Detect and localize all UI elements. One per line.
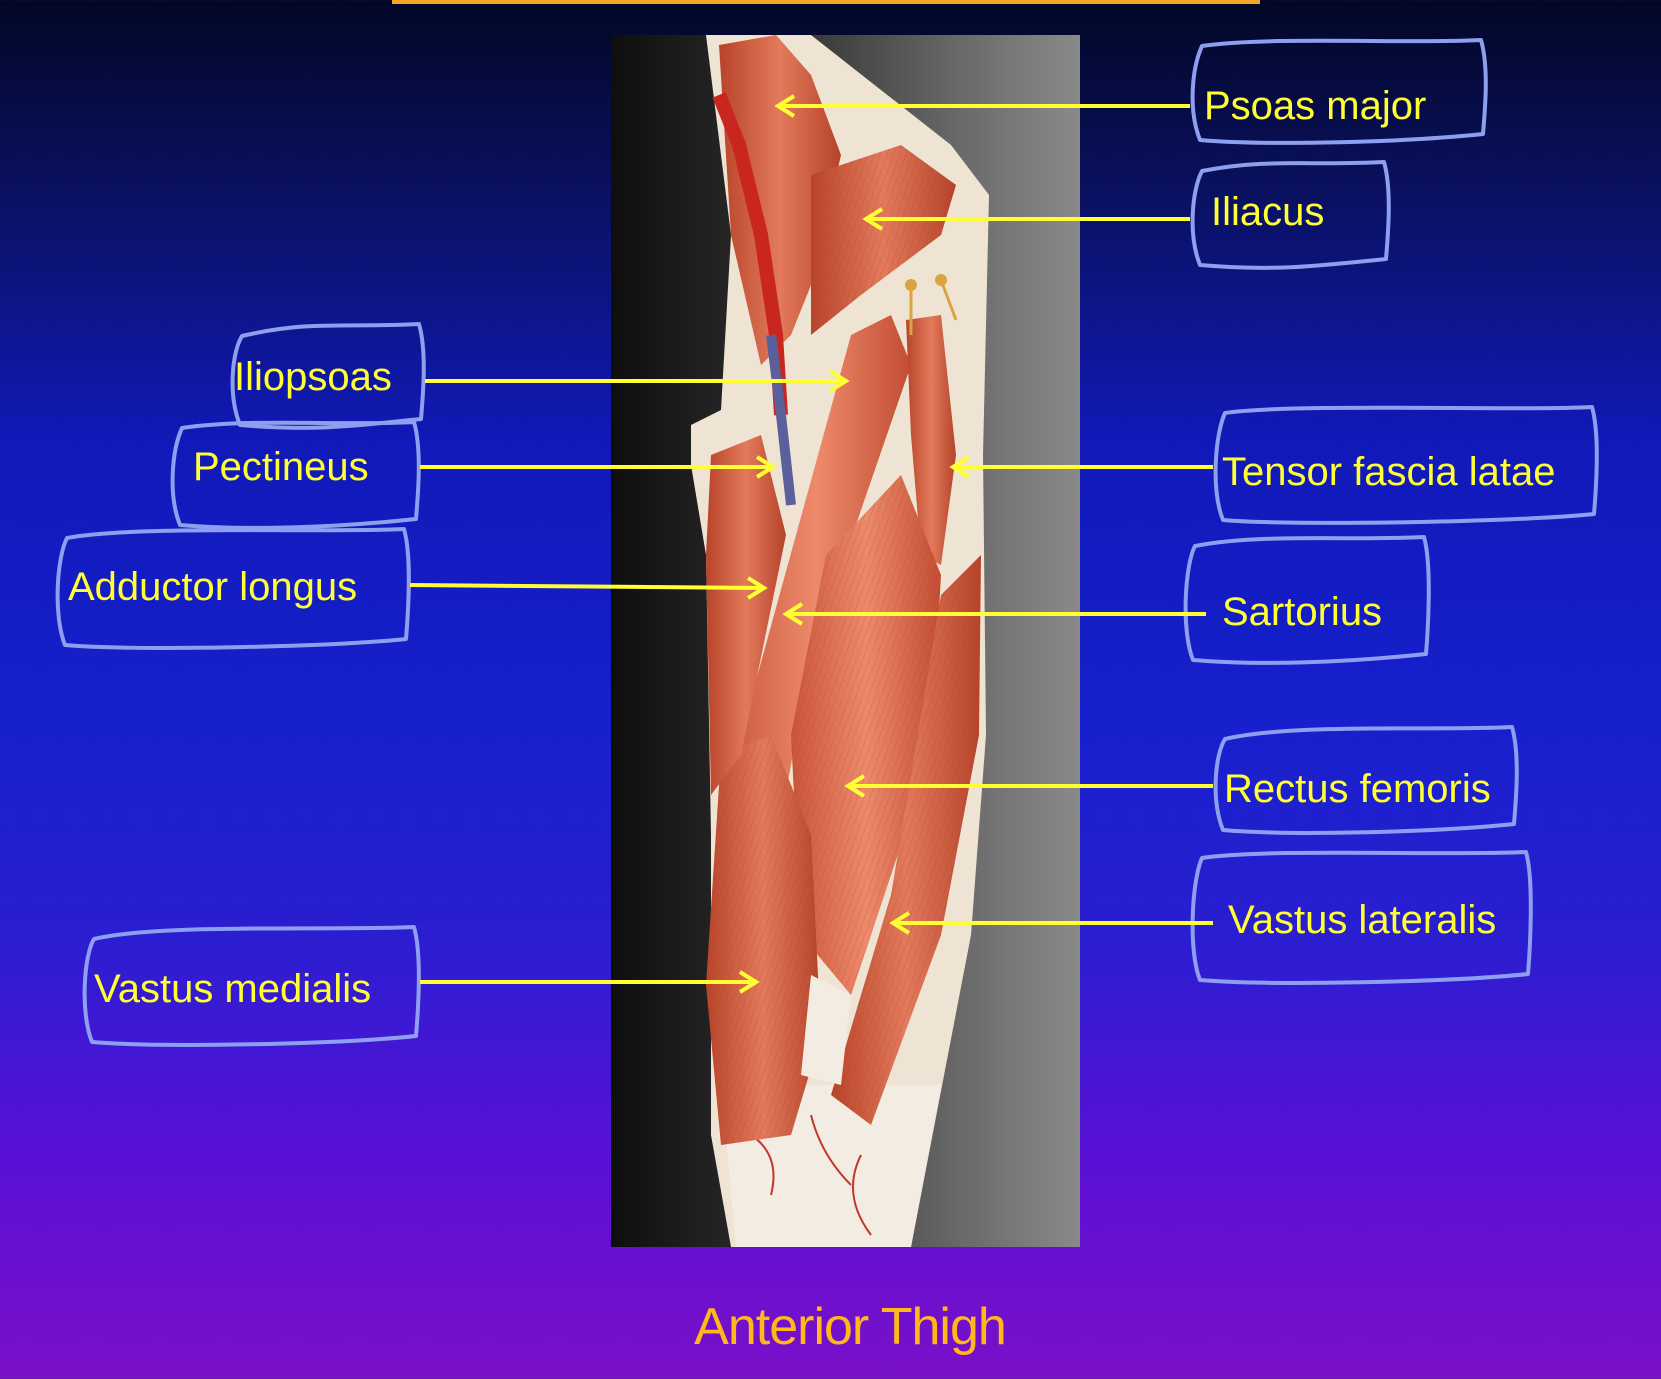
label-tensor-fascia-latae: Tensor fascia latae xyxy=(1222,450,1556,494)
slide-title: Anterior Thigh xyxy=(694,1298,1007,1356)
label-psoas-major: Psoas major xyxy=(1204,84,1427,128)
pointer-line-adductor-longus xyxy=(409,583,765,590)
pointer-arrowhead-rectus-femoris xyxy=(844,774,866,798)
label-vastus-lateralis: Vastus lateralis xyxy=(1228,898,1497,942)
callout-box-iliacus xyxy=(1190,160,1391,270)
label-vastus-medialis: Vastus medialis xyxy=(94,967,372,1011)
callout-box-pectineus xyxy=(170,420,421,530)
label-iliacus: Iliacus xyxy=(1211,190,1325,234)
callout-box-rectus-femoris xyxy=(1213,725,1519,835)
callout-box-sartorius xyxy=(1183,535,1431,665)
callout-box-vastus-medialis xyxy=(82,925,421,1047)
pointer-arrowhead-sartorius xyxy=(782,602,804,626)
pointer-arrowhead-adductor-longus xyxy=(746,576,768,600)
label-sartorius: Sartorius xyxy=(1222,590,1383,634)
thigh-model-photo xyxy=(611,35,1080,1247)
callout-box-adductor-longus xyxy=(55,527,411,650)
pointer-arrowhead-iliacus xyxy=(862,207,884,231)
callout-box-psoas-major xyxy=(1190,38,1488,145)
callout-box-vastus-lateralis xyxy=(1190,850,1533,985)
pointer-arrowhead-tensor-fascia-latae xyxy=(949,455,971,479)
callout-box-tensor-fascia-latae xyxy=(1213,405,1599,525)
label-adductor-longus: Adductor longus xyxy=(68,565,358,609)
pointer-arrowhead-pectineus xyxy=(755,455,777,479)
pointer-arrowhead-vastus-lateralis xyxy=(889,911,911,935)
pointer-arrowhead-iliopsoas xyxy=(828,369,850,393)
label-pectineus: Pectineus xyxy=(193,445,369,489)
label-rectus-femoris: Rectus femoris xyxy=(1224,767,1491,811)
callout-box-iliopsoas xyxy=(230,322,426,430)
label-iliopsoas: Iliopsoas xyxy=(234,355,392,399)
pointer-arrowhead-vastus-medialis xyxy=(738,970,760,994)
top-rule xyxy=(392,0,1260,4)
pointer-arrowhead-psoas-major xyxy=(774,94,796,118)
